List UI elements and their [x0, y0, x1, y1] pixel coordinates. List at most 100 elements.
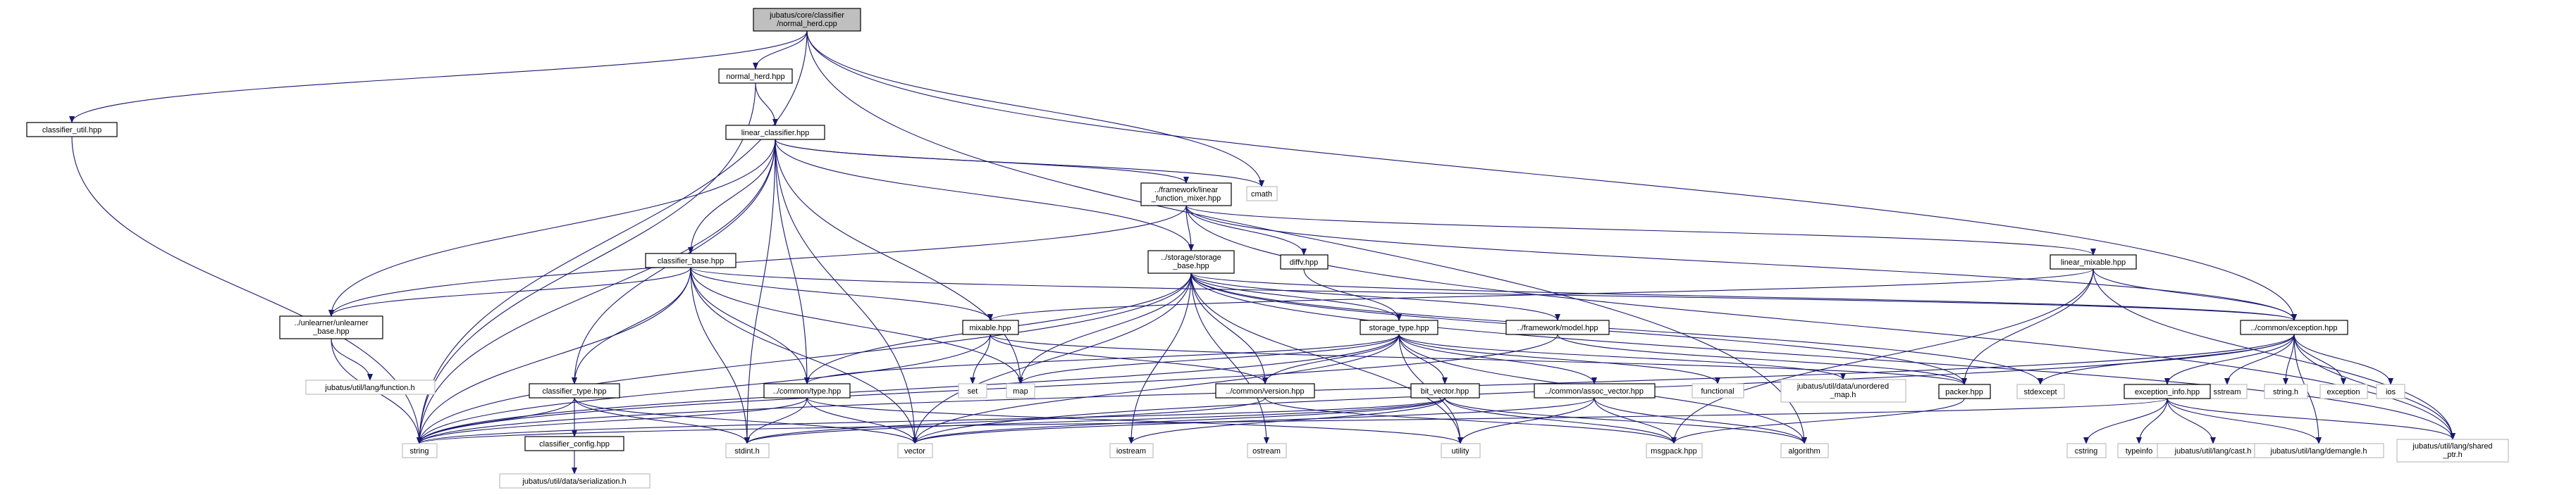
node-label: ../common/assoc_vector.hpp — [1545, 387, 1644, 396]
node-box — [763, 383, 851, 399]
node-label: string.h — [2273, 388, 2298, 396]
node-linear-classifier[interactable]: linear_classifier.hpp — [725, 125, 825, 140]
node-label: ostream — [1252, 447, 1281, 456]
edge-classifier-base-to-mixable — [690, 267, 993, 321]
node-root[interactable]: jubatus/core/classifier/normal_herd.cpp — [753, 8, 861, 32]
edge-diffv-to-storage-type — [1303, 268, 1402, 321]
node-normal-herd[interactable]: normal_herd.hpp — [718, 68, 793, 84]
edge-exception-info-to-cstring — [2083, 398, 2168, 444]
node-box — [1938, 384, 1991, 399]
node-stdexcept: stdexcept — [2016, 384, 2065, 399]
node-box — [1140, 182, 1232, 206]
edge-common-exception-to-shared-ptr — [2293, 334, 2455, 440]
node-framework-model[interactable]: ../framework/model.hpp — [1505, 320, 1610, 335]
edge-storage-base-to-shared-ptr — [1190, 272, 2455, 440]
node-common-version[interactable]: ../common/version.hpp — [1215, 383, 1315, 399]
node-packer[interactable]: packer.hpp — [1938, 384, 1991, 399]
node-label: _base.hpp — [1172, 262, 1209, 270]
edge-storage-base-to-framework-model — [1190, 272, 1560, 321]
edge-linear-classifier-to-common-type — [775, 139, 810, 384]
node-label: stdint.h — [734, 447, 759, 456]
node-label: jubatus/util/lang/demangle.h — [2270, 447, 2367, 456]
node-box — [1441, 443, 1481, 458]
node-label: algorithm — [1788, 447, 1820, 456]
node-storage-type[interactable]: storage_type.hpp — [1360, 320, 1438, 335]
node-mixable[interactable]: mixable.hpp — [962, 320, 1019, 335]
node-label: linear_mixable.hpp — [2061, 258, 2126, 267]
edge-bit-vector-to-iostream — [1128, 397, 1446, 444]
edge-linear-function-mixer-to-shared-ptr — [1185, 205, 2455, 440]
edge-linear-classifier-to-storage-base — [775, 139, 1194, 251]
node-unlearner-base[interactable]: ../unlearner/unlearner_base.hpp — [279, 315, 383, 339]
node-storage-base[interactable]: ../storage/storage_base.hpp — [1147, 250, 1235, 274]
edge-storage-base-to-string — [417, 272, 1192, 444]
node-label: classifier_type.hpp — [542, 387, 606, 396]
edge-common-exception-to-exception-info — [2164, 334, 2295, 385]
node-serialization: jubatus/util/data/serialization.h — [499, 473, 651, 489]
edge-common-exception-to-ios — [2293, 334, 2393, 385]
node-box — [962, 320, 1019, 335]
node-assoc-vector[interactable]: ../common/assoc_vector.hpp — [1534, 383, 1656, 399]
edge-classifier-type-to-string — [417, 397, 575, 444]
edge-linear-function-mixer-to-diffv — [1185, 205, 1307, 256]
edge-classifier-base-to-vector — [690, 267, 918, 444]
node-linear-mixable[interactable]: linear_mixable.hpp — [2050, 254, 2137, 270]
edge-linear-classifier-to-linear-function-mixer — [775, 139, 1189, 184]
node-box — [2254, 443, 2384, 458]
edge-bit-vector-to-msgpack — [1444, 397, 1677, 444]
node-box — [1534, 383, 1656, 399]
node-classifier-type[interactable]: classifier_type.hpp — [529, 383, 620, 399]
edge-bit-vector-to-algorithm — [1444, 397, 1807, 444]
edge-root-to-string — [417, 30, 808, 444]
edge-linear-function-mixer-to-storage-base — [1185, 205, 1194, 251]
edge-classifier-util-to-string — [71, 136, 422, 444]
node-label: _ptr.h — [2442, 451, 2463, 459]
node-box — [2240, 320, 2348, 335]
node-bit-vector[interactable]: bit_vector.hpp — [1410, 383, 1480, 399]
edge-framework-model-to-packer — [1557, 334, 1967, 385]
node-linear-function-mixer[interactable]: ../framework/linear_function_mixer.hpp — [1140, 182, 1232, 206]
node-label: msgpack.hpp — [1651, 447, 1696, 456]
node-common-exception[interactable]: ../common/exception.hpp — [2240, 320, 2348, 335]
edge-storage-type-to-unordered-map — [1398, 334, 1846, 380]
node-label: jubatus/util/data/unordered — [1797, 382, 1889, 391]
edge-bit-vector-to-vector — [912, 397, 1446, 444]
node-exception-info[interactable]: exception_info.hpp — [2124, 384, 2211, 399]
edge-classifier-base-to-classifier-type — [572, 267, 691, 384]
edge-storage-type-to-common-version — [1262, 334, 1400, 384]
node-exception: exception — [2319, 384, 2368, 399]
edge-storage-base-to-utility — [1190, 272, 1463, 444]
node-utility: utility — [1441, 443, 1481, 458]
node-label: diffv.hpp — [1290, 258, 1319, 267]
node-typeinfo: typeinfo — [2117, 443, 2162, 458]
node-label: string — [410, 447, 429, 456]
node-box — [1780, 379, 1906, 403]
edge-linear-classifier-to-unlearner-base — [328, 139, 776, 317]
node-box — [1006, 383, 1035, 399]
edge-mixable-to-packer — [990, 334, 1967, 385]
node-set: set — [958, 383, 987, 399]
node-label: ../unlearner/unlearner — [294, 319, 369, 327]
node-string: string — [402, 443, 438, 458]
node-box — [1247, 443, 1287, 458]
edge-storage-type-to-map — [1018, 334, 1400, 384]
node-label: ios — [2386, 388, 2396, 396]
node-classifier-util[interactable]: classifier_util.hpp — [26, 122, 118, 137]
edge-common-version-to-stdint — [744, 397, 1266, 444]
edge-assoc-vector-to-utility — [1458, 397, 1595, 444]
node-label: mixable.hpp — [969, 324, 1011, 332]
node-common-type[interactable]: ../common/type.hpp — [763, 383, 851, 399]
edge-linear-function-mixer-to-linear-mixable — [1185, 205, 2096, 256]
node-box — [1691, 383, 1744, 399]
edge-common-exception-to-exception — [2293, 334, 2346, 385]
node-unordered-map: jubatus/util/data/unordered_map.h — [1780, 379, 1906, 403]
node-label: normal_herd.hpp — [726, 73, 784, 81]
node-diffv[interactable]: diffv.hpp — [1280, 254, 1329, 270]
node-classifier-config[interactable]: classifier_config.hpp — [524, 436, 624, 451]
edge-packer-to-msgpack — [1671, 398, 1965, 444]
edge-mixable-to-set — [970, 334, 991, 384]
edge-root-to-classifier-util — [69, 30, 808, 123]
node-classifier-base[interactable]: classifier_base.hpp — [645, 253, 737, 268]
node-label: ../storage/storage — [1161, 253, 1221, 262]
edge-linear-classifier-to-vector — [775, 139, 918, 444]
